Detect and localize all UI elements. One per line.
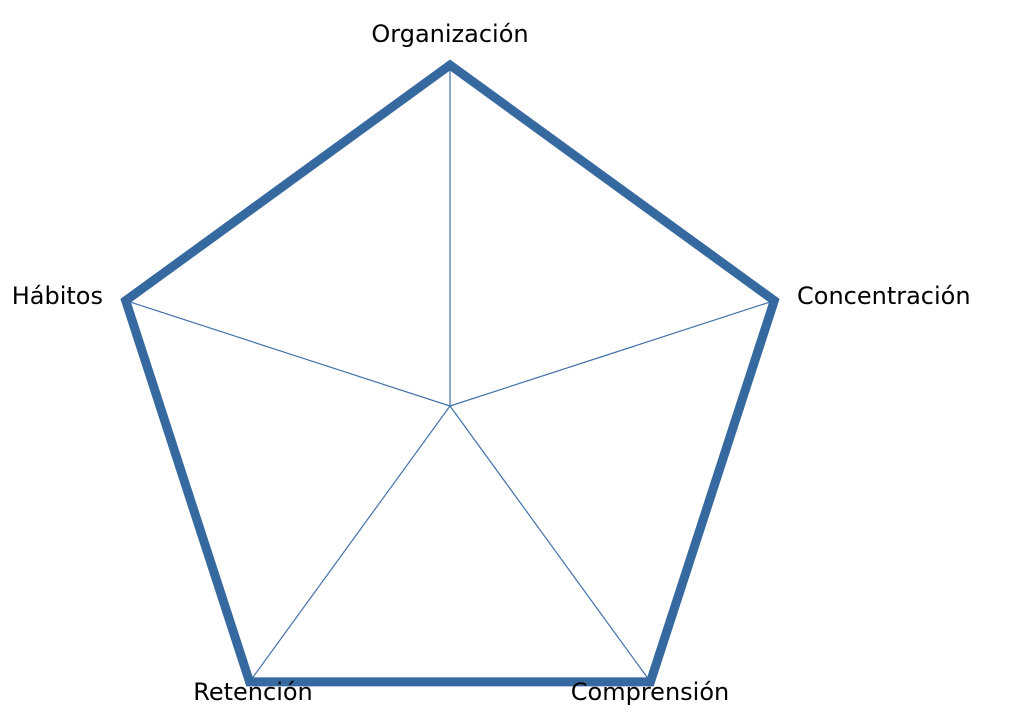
axis-label-concentracion: Concentración bbox=[797, 282, 971, 310]
axis-label-retencion: Retención bbox=[193, 678, 313, 706]
spoke-habitos bbox=[125, 300, 451, 407]
axis-label-organizacion: Organización bbox=[371, 20, 529, 48]
radar-spokes bbox=[125, 65, 775, 683]
axis-label-comprension: Comprensión bbox=[570, 678, 730, 706]
spoke-comprension bbox=[449, 405, 651, 683]
spoke-retencion bbox=[249, 405, 451, 683]
radar-data-polygon bbox=[120, 59, 780, 687]
axis-label-habitos: Hábitos bbox=[11, 282, 103, 310]
spoke-concentracion bbox=[449, 300, 775, 407]
